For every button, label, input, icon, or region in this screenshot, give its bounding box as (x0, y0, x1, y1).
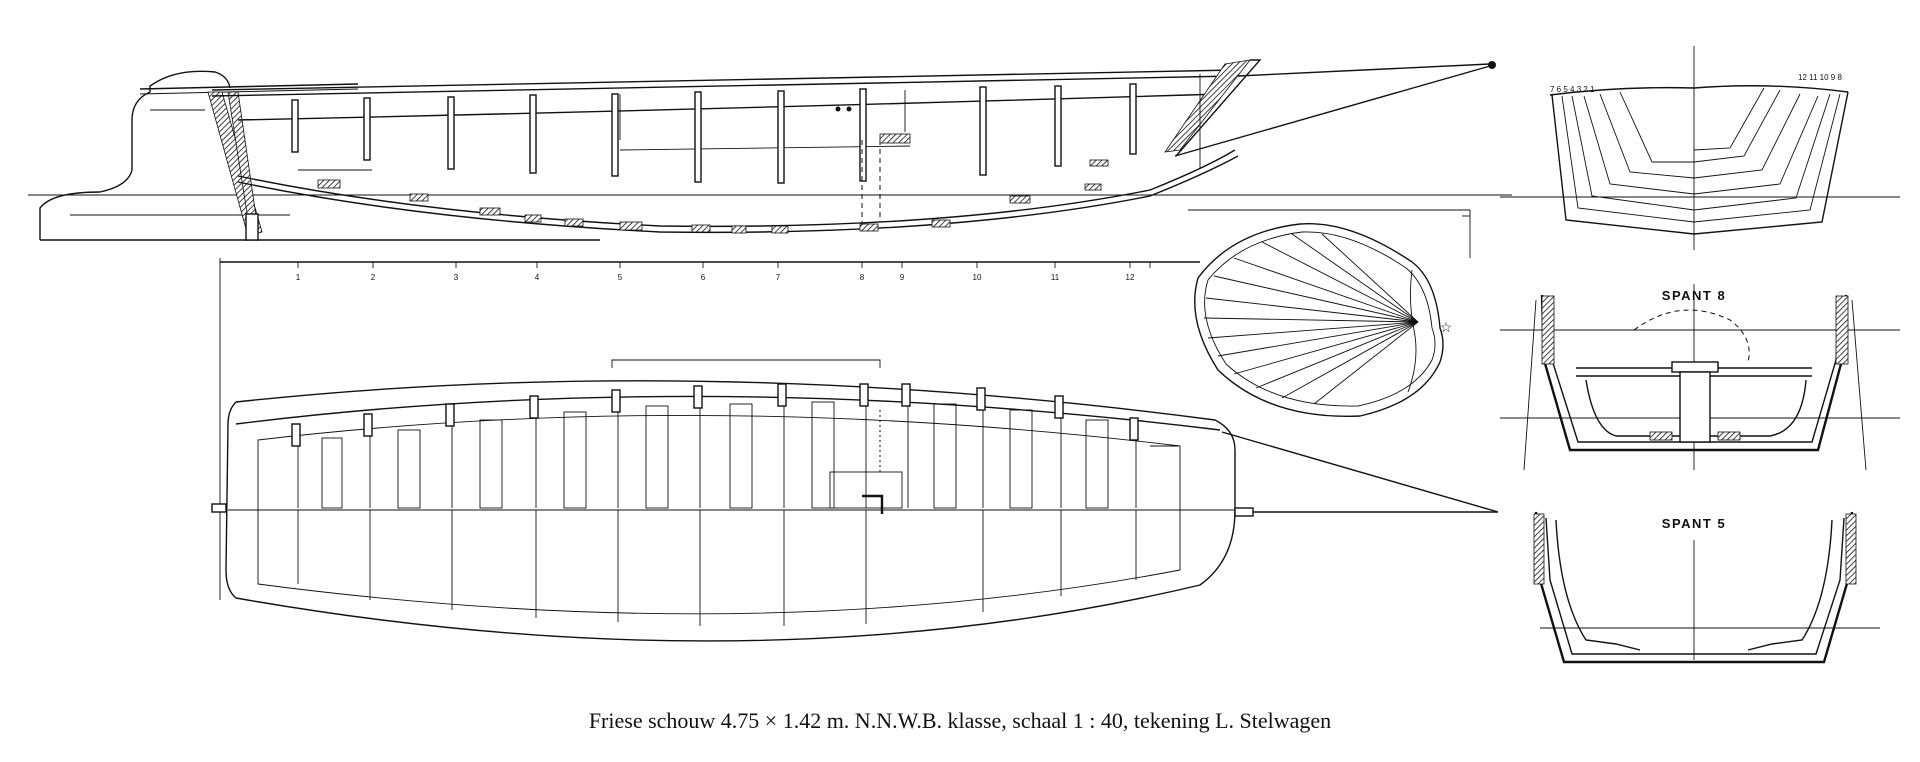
station-label: 7 (776, 273, 781, 282)
station-label: 11 (1051, 273, 1060, 282)
section-title: SPANT 8 (1662, 288, 1726, 303)
section-spant-8: SPANT 8 (1500, 284, 1900, 471)
side-frames (291, 83, 1137, 184)
station-label: 5 (618, 273, 623, 282)
body-plan: 7 6 5 4 3 2 1 12 11 10 9 8 (1500, 46, 1900, 250)
sail-rays (1203, 233, 1419, 405)
station-label: 3 (454, 273, 459, 282)
station-label: 1 (296, 273, 301, 282)
station-label: 12 (1126, 273, 1135, 282)
sail-plan: ☆ (1188, 209, 1471, 417)
station-label: 6 (701, 273, 706, 282)
star-mark: ☆ (1440, 319, 1453, 335)
section-title: SPANT 5 (1662, 516, 1726, 531)
body-plan-label-right: 12 11 10 9 8 (1798, 73, 1842, 82)
section-spant-5: SPANT 5 (1533, 511, 1880, 664)
top-plan-view (211, 359, 1499, 642)
station-label: 9 (900, 273, 905, 282)
station-label: 10 (973, 273, 982, 282)
station-label: 8 (860, 273, 865, 282)
drawing-caption: Friese schouw 4.75 × 1.42 m. N.N.W.B. kl… (588, 708, 1332, 733)
station-label: 4 (535, 273, 540, 282)
side-profile-view (28, 59, 1512, 241)
body-plan-label-left: 7 6 5 4 3 2 1 (1550, 85, 1595, 94)
station-scale: 1 2 3 4 5 6 7 8 9 10 11 12 (219, 258, 1200, 600)
side-floors (317, 179, 1102, 234)
plan-panels (321, 401, 1109, 509)
station-label: 2 (371, 273, 376, 282)
plan-frames (291, 383, 1139, 447)
